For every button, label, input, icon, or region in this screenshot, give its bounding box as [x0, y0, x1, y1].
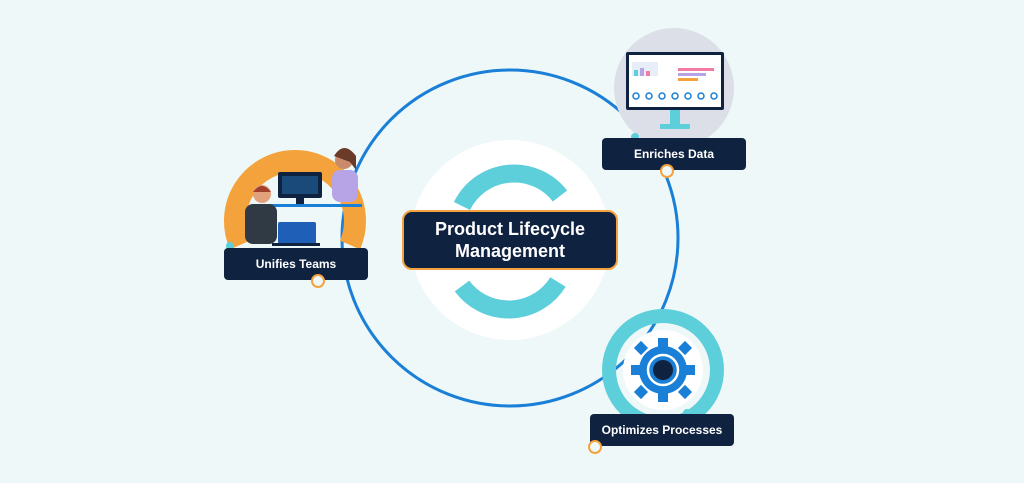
cycle-arrow-top [453, 164, 568, 211]
node-enriches-data-label: Enriches Data [633, 147, 715, 161]
node-optimizes-processes: Optimizes Processes [590, 414, 734, 446]
connector-dot [631, 133, 639, 141]
node-optimizes-processes-label: Optimizes Processes [601, 423, 723, 437]
node-unifies-teams-label: Unifies Teams [255, 257, 337, 271]
node-enriches-data: Enriches Data [602, 138, 746, 170]
connector-ring [588, 440, 602, 454]
dashboard-illustration [614, 28, 734, 148]
connector-ring [311, 274, 325, 288]
node-unifies-teams: Unifies Teams [224, 248, 368, 280]
gear-illustration [602, 309, 724, 431]
connector-dot [226, 242, 234, 250]
center-title-line2: Management [454, 241, 566, 261]
team-illustration [224, 148, 366, 250]
center-title: Product Lifecycle Management [402, 210, 618, 270]
cycle-arrow-bottom [454, 276, 566, 319]
connector-dot [683, 409, 691, 417]
connector-ring [660, 164, 674, 178]
center-title-line1: Product Lifecycle [434, 219, 586, 239]
